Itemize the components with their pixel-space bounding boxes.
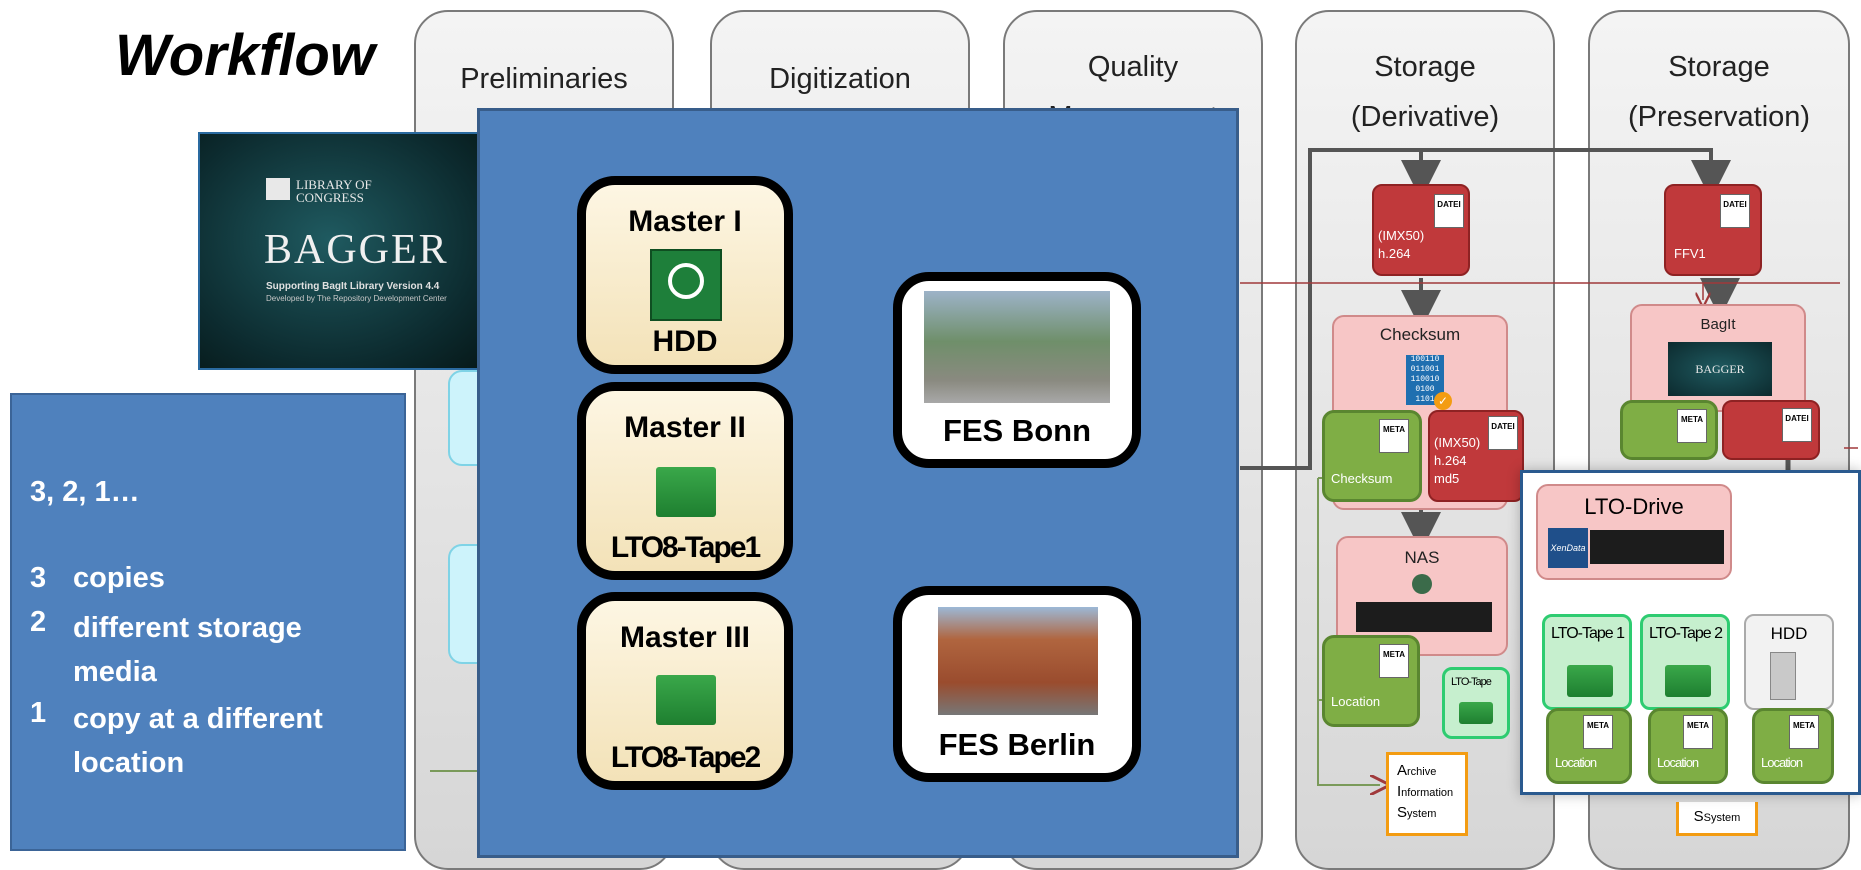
nas-box: NAS xyxy=(1336,536,1508,656)
lto-tape-1-label: LTO-Tape 1 xyxy=(1551,625,1625,642)
master-name: Master III xyxy=(619,621,751,654)
file-line: h.264 xyxy=(1378,246,1411,261)
tape-icon xyxy=(1665,665,1711,697)
meta-doc-icon: META xyxy=(1789,715,1819,749)
lane-label-preservation: Storage (Preservation) xyxy=(1627,51,1811,133)
lto-location-1: META Location xyxy=(1546,708,1632,784)
rule-item-text: copies xyxy=(73,562,165,594)
nas-label: NAS xyxy=(1404,548,1440,567)
bagger-splash xyxy=(198,132,488,370)
bagger-subtitle: Supporting BagIt Library Version 4.4 xyxy=(266,281,440,292)
derivative-lto-tape: LTO-Tape xyxy=(1442,667,1510,739)
master-medium: LTO8-Tape1 xyxy=(610,531,761,564)
rule-item-num: 1 xyxy=(30,697,47,729)
lto-drive-label: LTO-Drive xyxy=(1584,494,1684,519)
meta-checksum-box: META Checksum xyxy=(1322,410,1422,502)
file-doc-icon: DATEI xyxy=(1488,416,1518,450)
meta-doc-icon: META xyxy=(1683,715,1713,749)
preservation-file-box-2: DATEI xyxy=(1722,400,1820,460)
checksum-label: Checksum xyxy=(1379,325,1461,344)
fes-bonn-box: FES Bonn xyxy=(893,272,1141,468)
master-medium: LTO8-Tape2 xyxy=(610,741,761,774)
nas-logo-icon xyxy=(1412,574,1432,594)
master-name: Master II xyxy=(624,411,746,444)
file-line: FFV1 xyxy=(1674,246,1706,261)
location-meta-box: META Location xyxy=(1322,635,1420,727)
rule-item-text: copy at a different location xyxy=(73,703,323,779)
bagit-box: BagIt BAGGER xyxy=(1630,304,1806,412)
tape-icon xyxy=(1567,665,1613,697)
rule-321-panel xyxy=(10,393,406,851)
meta-doc-icon: META xyxy=(1677,409,1707,443)
lto-location-2: META Location xyxy=(1648,708,1728,784)
master-1-box: Master I HDD xyxy=(577,176,793,374)
connector-line xyxy=(430,770,490,772)
lto-tape-2-label: LTO-Tape 2 xyxy=(1649,625,1723,642)
derivative-file-md5-box: DATEI (IMX50) h.264 md5 xyxy=(1428,410,1524,502)
location-label: Location xyxy=(1657,755,1699,770)
rule-item-text: different storage media xyxy=(73,612,302,688)
lane-label-derivative: Storage (Derivative) xyxy=(1350,51,1500,133)
fes-name: FES Bonn xyxy=(942,413,1092,448)
page-title: Workflow xyxy=(115,23,375,88)
file-line: (IMX50) xyxy=(1434,435,1481,450)
lto-tape-2: LTO-Tape 2 xyxy=(1640,614,1730,710)
nas-server-icon xyxy=(1356,602,1492,632)
rule-item-num: 2 xyxy=(30,606,47,638)
location-label: Location xyxy=(1555,755,1597,770)
bagger-mini: BAGGER xyxy=(1668,342,1772,396)
lto-tape-label: LTO-Tape xyxy=(1451,676,1492,688)
lto-drive-icon xyxy=(1590,530,1724,564)
fes-berlin-photo xyxy=(938,607,1098,715)
lane-label-preliminaries: Preliminaries xyxy=(460,63,628,95)
file-doc-icon: DATEI xyxy=(1720,194,1750,228)
file-line: (IMX50) xyxy=(1378,228,1425,243)
master-medium: HDD xyxy=(652,325,718,358)
preservation-file-box: DATEI FFV1 xyxy=(1664,184,1762,276)
xendata-logo-icon: XenData xyxy=(1548,528,1588,568)
lto-hdd: HDD xyxy=(1744,614,1834,710)
tape-icon xyxy=(656,467,716,517)
master-3-box: Master III LTO8-Tape2 xyxy=(577,592,793,790)
tape-icon xyxy=(656,675,716,725)
preservation-meta-box: META xyxy=(1620,400,1718,460)
master-name: Master I xyxy=(628,205,742,238)
master-2-box: Master II LTO8-Tape1 xyxy=(577,382,793,580)
bagger-library-name: LIBRARY OF CONGRESS xyxy=(296,177,372,205)
file-line: h.264 xyxy=(1434,453,1467,468)
location-label: Location xyxy=(1761,755,1803,770)
library-logo-icon xyxy=(266,178,290,200)
check-icon: ✓ xyxy=(1434,392,1452,410)
derivative-file-box: DATEI (IMX50) h.264 xyxy=(1372,184,1470,276)
hdd-icon xyxy=(650,249,722,321)
fes-berlin-box: FES Berlin xyxy=(893,586,1141,782)
lto-location-3: META Location xyxy=(1752,708,1834,784)
preservation-system-box: SSystem xyxy=(1676,802,1758,836)
meta-checksum-label: Checksum xyxy=(1331,471,1393,486)
file-doc-icon: DATEI xyxy=(1434,194,1464,228)
bagger-title: BAGGER xyxy=(264,227,449,273)
meta-doc-icon: META xyxy=(1583,715,1613,749)
lto-drive-box: LTO-Drive XenData xyxy=(1536,484,1732,580)
lane-label-digitization: Digitization xyxy=(769,63,911,95)
file-line: md5 xyxy=(1434,471,1460,486)
file-doc-icon: DATEI xyxy=(1782,408,1812,442)
bagger-developer: Developed by The Repository Development … xyxy=(266,294,447,303)
bagit-label: BagIt xyxy=(1700,316,1736,333)
archive-information-system: Archive Information System xyxy=(1386,752,1468,836)
fes-name: FES Berlin xyxy=(938,727,1096,762)
fes-bonn-photo xyxy=(924,291,1110,403)
lto-tape-1: LTO-Tape 1 xyxy=(1542,614,1632,710)
location-label: Location xyxy=(1331,694,1381,709)
lto-hdd-label: HDD xyxy=(1770,624,1808,643)
tape-icon xyxy=(1459,702,1493,724)
meta-doc-icon: META xyxy=(1379,644,1409,678)
rule-heading: 3, 2, 1… xyxy=(30,476,140,508)
hdd-icon xyxy=(1770,652,1796,700)
meta-doc-icon: META xyxy=(1379,419,1409,453)
rule-item-num: 3 xyxy=(30,562,47,594)
